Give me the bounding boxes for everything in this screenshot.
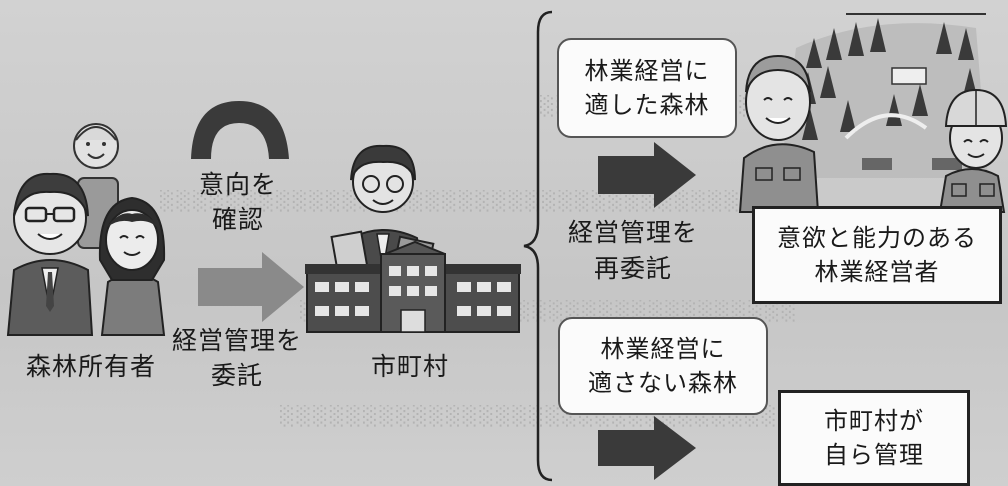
unsuitable-forest-box: 林業経営に 適さない森林 [558, 317, 768, 415]
forestry-workers-illustration [738, 13, 1008, 213]
suitable-forest-line2: 適した森林 [584, 91, 710, 119]
unsuitable-forest-line2: 適さない森林 [588, 369, 738, 397]
self-manage-arrow [598, 416, 696, 480]
motivated-operators-line1: 意欲と能力のある [777, 224, 977, 252]
male-owner-figure [6, 172, 94, 336]
unsuitable-forest-line1: 林業経営に [600, 335, 726, 363]
self-manage-line1: 市町村が [824, 407, 924, 435]
forest-scene [780, 13, 988, 179]
motivated-operators-line2: 林業経営者 [814, 258, 940, 286]
entrust-label-line1: 経営管理を [171, 326, 302, 355]
suitable-forest-line1: 林業経営に [584, 57, 710, 85]
reentrust-arrow [598, 142, 696, 208]
branch-brace [523, 10, 553, 482]
motivated-operators-box: 意欲と能力のある 林業経営者 [752, 206, 1002, 304]
town-hall-building [305, 240, 521, 333]
self-manage-line2: 自ら管理 [824, 441, 924, 469]
background-show-through-text: ░░░░░░░░░░░░░░░░░░░░░░░░░░░░░░░░░░░░ [160, 190, 759, 212]
confirm-intent-label-line2: 確認 [211, 205, 264, 234]
entrust-arrow [198, 252, 304, 322]
entrust-label-line2: 委託 [210, 361, 263, 390]
forest-owner-label: 森林所有者 [25, 352, 156, 381]
confirm-intent-arc-arrow [191, 101, 289, 159]
reentrust-label-line1: 経営管理を [567, 218, 698, 247]
young-worker-figure [938, 88, 1008, 213]
municipality-label: 市町村 [370, 352, 449, 381]
forest-owners-illustration [6, 123, 166, 336]
municipality-illustration [305, 144, 521, 333]
female-owner-figure [98, 196, 166, 336]
municipality-self-manage-box: 市町村が 自ら管理 [778, 390, 970, 486]
reentrust-label-line2: 再委託 [593, 254, 672, 283]
senior-worker-figure [738, 54, 820, 213]
confirm-intent-label-line1: 意向を [198, 170, 277, 199]
suitable-forest-box: 林業経営に 適した森林 [557, 38, 737, 138]
